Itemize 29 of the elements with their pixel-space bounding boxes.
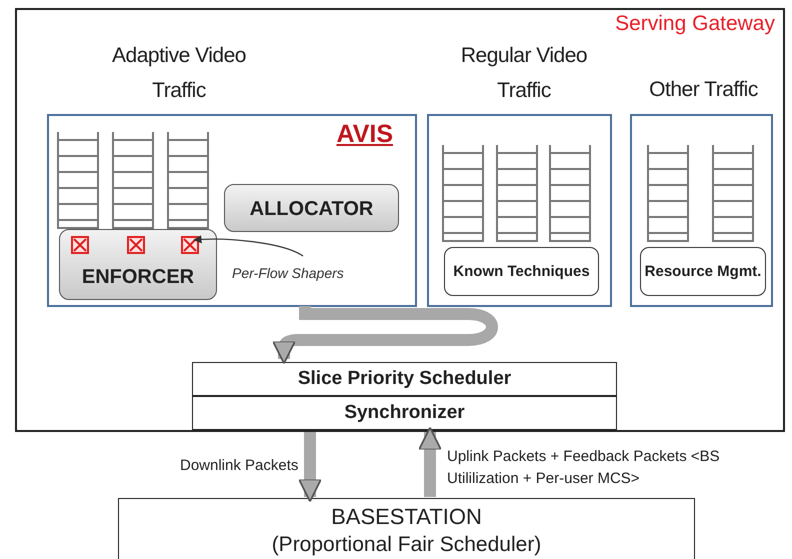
- station-sublabel: (Proportional Fair Scheduler): [272, 532, 542, 558]
- scheduler-label: Synchronizer: [344, 402, 465, 424]
- scheduler-label: Slice Priority Scheduler: [298, 368, 512, 390]
- arrow: [193, 235, 304, 257]
- station-label: BASESTATION: [331, 503, 482, 531]
- shaper-box: [181, 236, 199, 254]
- block-arrow: [272, 306, 498, 364]
- module-label: Known Techniques: [453, 262, 590, 282]
- annotation-text: Per-Flow Shapers: [232, 265, 344, 281]
- module-title: AVIS: [336, 120, 393, 149]
- module-label: Resource Mgmt.: [644, 262, 762, 282]
- block-arrow: [418, 426, 442, 497]
- group-heading: Adaptive Video Traffic: [111, 43, 247, 104]
- block-arrow: [298, 432, 322, 502]
- module-box: [224, 184, 399, 232]
- shaper-box: [127, 236, 145, 254]
- gateway-box: [15, 8, 785, 432]
- scheduler-bar: [192, 362, 617, 396]
- shaper-box: [71, 236, 89, 254]
- scheduler-bar: [192, 396, 617, 430]
- module-box: [444, 247, 599, 296]
- module-label: ENFORCER: [82, 266, 194, 289]
- group-heading: Other Traffic: [648, 77, 759, 103]
- group-heading: Regular Video Traffic: [460, 43, 588, 104]
- box-title: Serving Gateway: [615, 12, 775, 36]
- module-label: ALLOCATOR: [250, 198, 374, 221]
- basestation-box: [118, 498, 695, 559]
- module-box: [59, 229, 217, 300]
- module-box: [640, 247, 766, 296]
